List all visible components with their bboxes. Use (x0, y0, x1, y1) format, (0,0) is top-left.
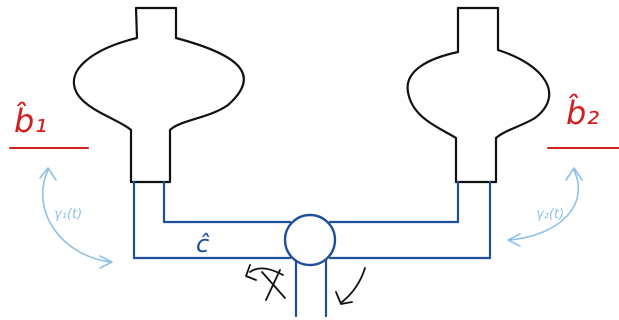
curved-arrow-right (341, 267, 366, 303)
curved-arrow-left (249, 267, 284, 276)
gamma2-arc (509, 169, 580, 241)
gamma-arrows (39, 167, 583, 269)
bottom-arrows (245, 264, 366, 305)
left-cavity (72, 6, 245, 184)
right-cavity (406, 6, 551, 184)
gamma1-head-bottom (99, 255, 113, 269)
junction-circle (283, 213, 337, 267)
gamma2-head-bottom (507, 233, 521, 247)
c-label: ĉ (196, 230, 210, 258)
gamma2-label: γ₂(t) (536, 207, 564, 222)
arrow-head-left (245, 264, 257, 281)
b1-label: b̂₁ (14, 102, 47, 140)
arrow-head-right (335, 291, 353, 305)
waveguide-network (132, 180, 492, 318)
b2-label: b̂₂ (566, 94, 599, 132)
gamma1-label: γ₁(t) (54, 207, 82, 222)
gamma1-head-top (39, 167, 57, 181)
gamma1-arc (42, 169, 111, 263)
cross-mark (261, 269, 286, 301)
gamma2-head-top (565, 167, 583, 181)
